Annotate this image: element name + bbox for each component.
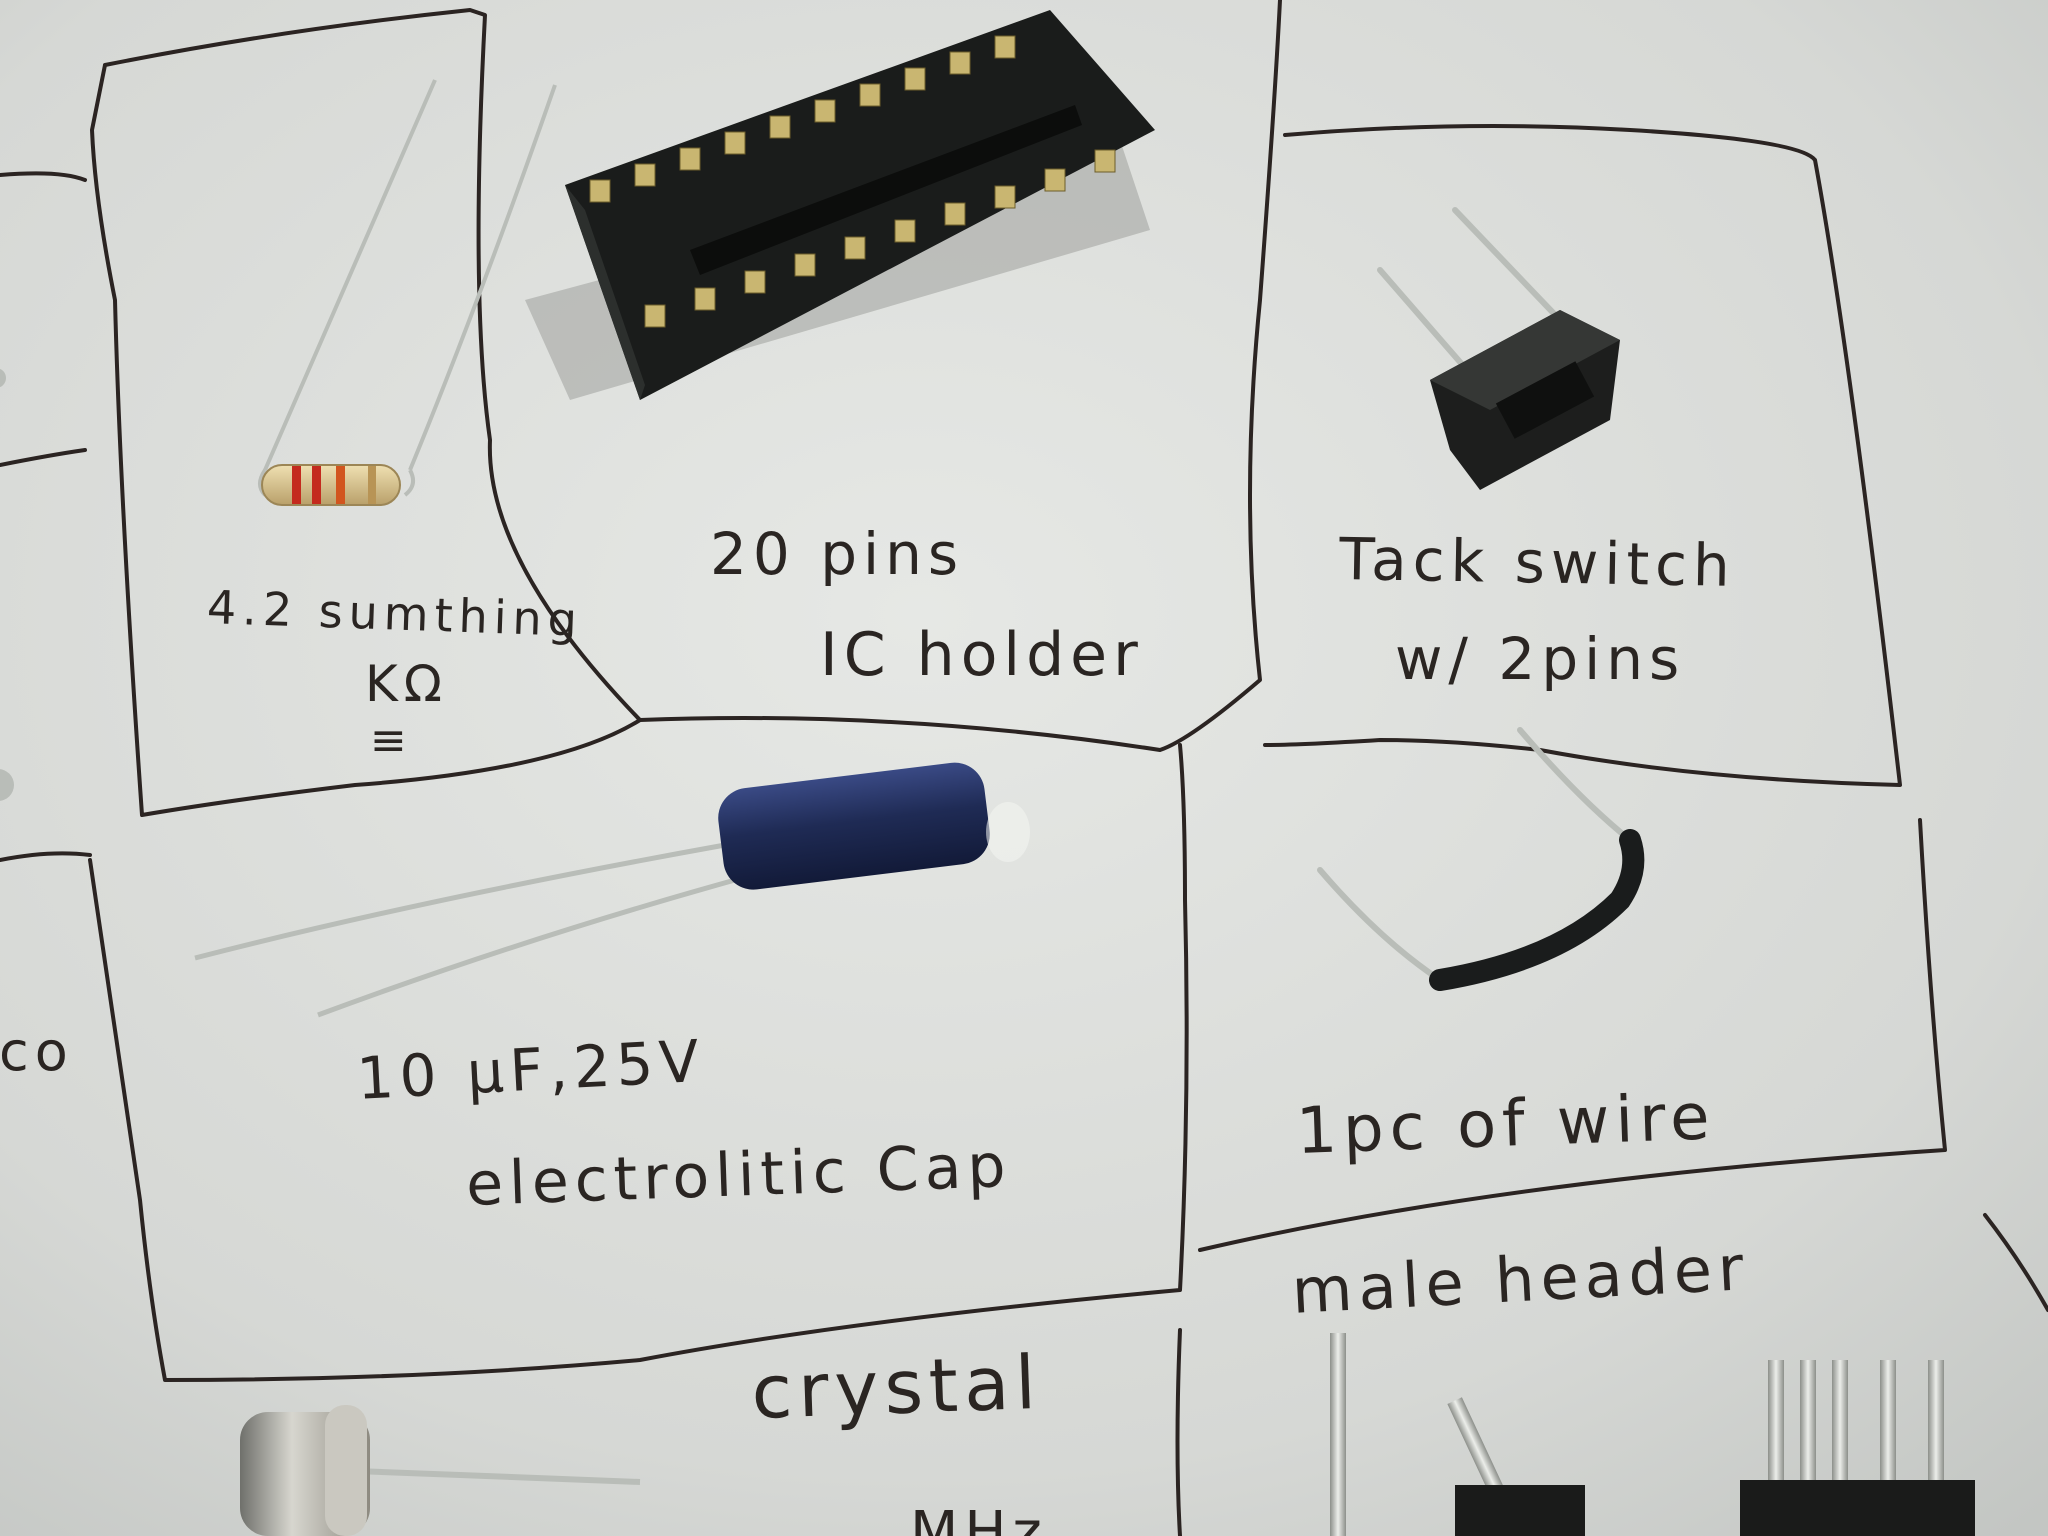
box-header: [1175, 1213, 2048, 1536]
left-edge-objects: [0, 368, 14, 801]
male-header: [1330, 1333, 1975, 1536]
ic-pins-label: 20 pins: [710, 520, 965, 588]
ic-holder-label: IC holder: [820, 620, 1144, 690]
box-resistor: [90, 8, 642, 817]
electrolytic-capacitor: [194, 762, 1030, 1018]
box-ic: [638, 0, 1282, 752]
jumper-wire: [1317, 727, 1645, 991]
tact-switch: [1377, 207, 1620, 490]
crystal-label: crystal: [750, 1339, 1044, 1436]
resistor: [258, 79, 557, 506]
switch-pins-label: w/ 2pins: [1395, 625, 1686, 693]
resistor-mark: ≡: [370, 715, 413, 766]
ic-socket: [525, 10, 1155, 400]
box-left-edge: [0, 171, 92, 862]
left-edge-text: ico: [0, 1020, 74, 1083]
switch-name-label: Tack switch: [1338, 525, 1737, 600]
crystal-frequency-label: MHz: [910, 1500, 1048, 1536]
resistor-unit-label: KΩ: [365, 655, 448, 713]
crystal: [240, 1405, 641, 1536]
wire-label: 1pc of wire: [1295, 1080, 1717, 1169]
box-switch: [1263, 124, 1902, 787]
box-wire: [1198, 818, 1947, 1252]
box-capacitor: [88, 743, 1189, 1382]
